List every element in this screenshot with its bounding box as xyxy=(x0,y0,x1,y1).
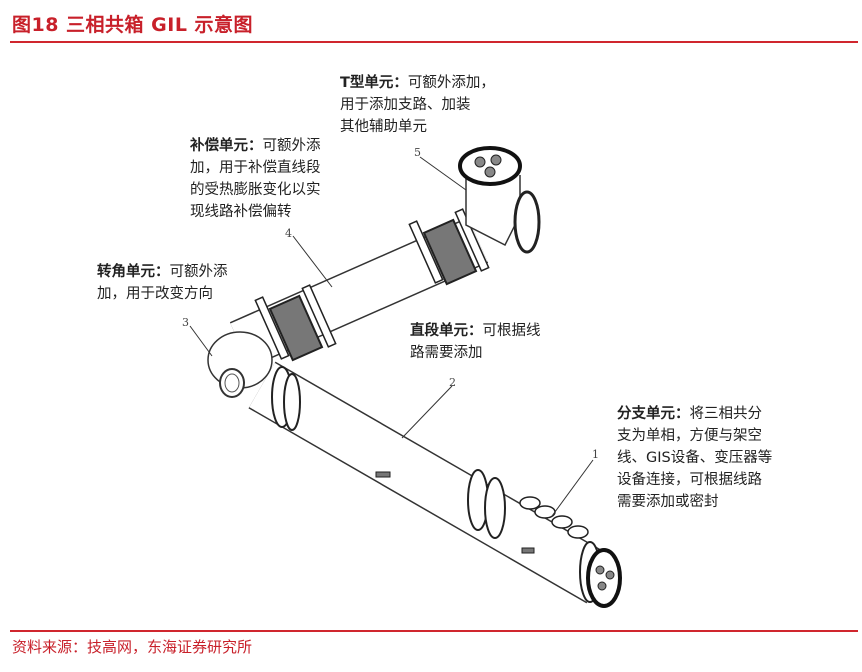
callout-corner-unit: 转角单元：可额外添 加，用于改变方向 xyxy=(97,264,228,302)
part-number-4: 4 xyxy=(285,227,292,240)
part-numbers: 3 4 2 1 5 xyxy=(182,146,599,461)
support xyxy=(521,547,535,554)
callout-compensation-unit: 补偿单元：可额外添 加，用于补偿直线段 的受热膨胀变化以实 现线路补偿偏转 xyxy=(190,138,321,220)
part-number-1: 1 xyxy=(592,448,599,461)
corner-elbow xyxy=(207,331,273,398)
callout-straight-unit: 直段单元：可根据线 路需要添加 xyxy=(410,323,541,361)
title-divider xyxy=(10,41,858,43)
support xyxy=(375,471,391,478)
part-number-3: 3 xyxy=(182,316,189,329)
source-divider xyxy=(10,630,858,632)
end-cap xyxy=(586,548,622,608)
t-unit xyxy=(458,146,541,254)
callout-branch-unit: 分支单元：将三相共分 支为单相，方便与架空 线、GIS设备、变压器等 设备连接，… xyxy=(617,406,773,510)
figure-source: 资料来源：技高网，东海证券研究所 xyxy=(12,638,253,656)
leader-lines xyxy=(189,156,594,517)
callout-t-unit: T型单元：可额外添加， 用于添加支路、加装 其他辅助单元 xyxy=(340,75,495,135)
bellows-2 xyxy=(408,208,490,286)
bellows-1 xyxy=(254,284,337,362)
figure-title: 图18 三相共箱 GIL 示意图 xyxy=(12,14,254,36)
part-number-2: 2 xyxy=(449,376,456,389)
part-number-5: 5 xyxy=(414,146,421,159)
main-pipe xyxy=(248,361,614,604)
branch-outlets xyxy=(519,496,589,539)
